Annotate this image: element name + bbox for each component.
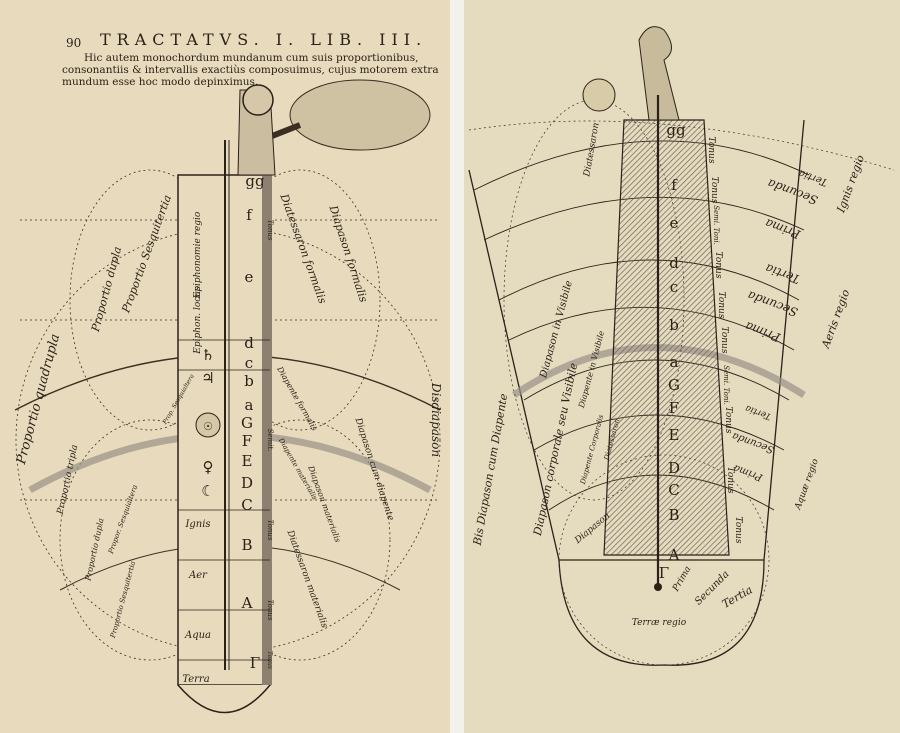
sphere-part: Secunda (746, 288, 800, 319)
note-e: e (670, 214, 679, 232)
interval-label: Tonus (713, 252, 723, 279)
interval-label: Tonus (725, 467, 735, 494)
column-label: Semit. (266, 429, 274, 452)
sphere-part: Tertia (720, 583, 755, 611)
note-E: E (669, 426, 680, 444)
note-B: B (668, 506, 679, 524)
region-terra: Terra (182, 674, 209, 685)
region-aqua: Aqua (184, 630, 211, 641)
sphere-part: Tertia (763, 261, 801, 286)
column-label: Tonus (266, 651, 273, 669)
note-E: E (242, 452, 253, 470)
region-ignis: Ignis (184, 519, 210, 530)
note-gg: gg (245, 172, 265, 190)
column-label: Tonus (266, 220, 274, 241)
note-c: c (245, 354, 253, 372)
monochord-diagram-right: gg f e d c b a G F E D C B A Γ Tonus Ton… (468, 26, 895, 666)
note-C: C (241, 496, 252, 514)
interval-label: Tonus (709, 177, 719, 204)
note-F: F (242, 432, 252, 450)
note-C: C (668, 481, 679, 499)
interval-label: Semi. Toni. (722, 365, 730, 405)
arc-label: Disdiapason (429, 382, 443, 457)
interval-label: Tonus (706, 137, 716, 164)
interval-label: Tonus (723, 407, 733, 434)
sphere-part: Tertia (797, 167, 829, 188)
arc-label: Proportio Sesquitertia (119, 193, 174, 315)
arc-label: Diapason formalis (326, 203, 370, 304)
note-d: d (244, 334, 254, 352)
jupiter-symbol: ♃ (201, 369, 214, 387)
sphere-label: Terræ regio (632, 618, 687, 628)
arc-label: Diatessaron materialis (284, 528, 329, 630)
note-G: G (241, 414, 253, 432)
note-a: a (245, 396, 254, 414)
interval-label: Tonus (719, 327, 729, 354)
sphere-part: Prima (671, 565, 694, 594)
note-D: D (668, 459, 680, 477)
book-gutter (450, 0, 464, 733)
left-page: 90 TRACTATVS. I. LIB. III. Hic autem mon… (0, 0, 450, 733)
venus-symbol: ♀ (203, 458, 214, 476)
saturn-symbol: ♄ (201, 346, 214, 364)
note-b: b (669, 316, 679, 334)
page-number: 90 (66, 36, 82, 50)
note-A: A (241, 594, 253, 612)
arc-label: Proportio dupla (89, 245, 124, 334)
arc-label: Bis Diapason cum Diapente (471, 392, 511, 547)
caption-text: Hic autem monochordum mundanum cum suis … (62, 52, 439, 88)
column-label: Tonus (266, 600, 274, 621)
column-label: Epiphon. locus (193, 286, 203, 355)
arc-label: Proportio Sesquitertia (109, 560, 137, 639)
sphere-part: Prima (732, 462, 765, 483)
note-f: f (246, 206, 253, 224)
arc-label: Diapente formalis (275, 364, 320, 432)
note-b: b (244, 372, 254, 390)
sphere-part: Tertia (744, 403, 773, 422)
note-f: f (671, 176, 678, 194)
interval-label: Tonus (733, 517, 743, 544)
interval-label: Semi. Toni. (712, 205, 720, 245)
arc-label: Diapason corporale seu Visibile (531, 361, 581, 537)
arc-label: Proportio dupla (83, 517, 105, 582)
column-label: Epiphonomie regio (193, 211, 203, 299)
note-D: D (241, 474, 253, 492)
sphere-part: Prima (763, 216, 803, 242)
right-page: gg f e d c b a G F E D C B A Γ Tonus Ton… (464, 0, 900, 733)
arc-label: Proportio quadrupla (14, 332, 63, 466)
sphere-part: Prima (743, 319, 783, 345)
sun-symbol: ☉ (203, 420, 213, 433)
arc-label: Diapente in Visibile (577, 330, 607, 410)
note-A: A (668, 546, 680, 564)
note-c: c (670, 278, 678, 296)
note-gamma: Γ (250, 654, 260, 672)
note-gg: gg (666, 121, 686, 139)
arc-label: Diapason materialis (306, 464, 342, 544)
monochord-diagram-left: gg f e d c b a G F E D C B A Γ ♄ ♃ ☉ ♀ ☾… (14, 79, 443, 714)
moon-symbol: ☾ (201, 482, 214, 500)
sphere-label: Ignis regio (834, 153, 867, 215)
sphere-label: Aquæ regio (793, 457, 821, 512)
running-title: TRACTATVS. I. LIB. III. (100, 30, 428, 49)
note-gamma: Γ (659, 564, 669, 582)
note-G: G (668, 376, 680, 394)
arc-label: Proportio tripla (56, 444, 81, 516)
sphere-label: Aeris regio (819, 287, 853, 350)
region-aer: Aer (188, 570, 208, 581)
note-a: a (670, 353, 679, 371)
column-label: Tonus (266, 520, 274, 541)
note-F: F (669, 399, 679, 417)
note-d: d (669, 254, 679, 272)
interval-label: Tonus (716, 292, 726, 319)
arc-label: Propor. Sesquialtera (107, 484, 140, 556)
note-B: B (241, 536, 252, 554)
sphere-part: Secunda (731, 430, 776, 455)
arc-label: Diatessaron formalis (277, 191, 329, 305)
note-e: e (245, 268, 254, 286)
